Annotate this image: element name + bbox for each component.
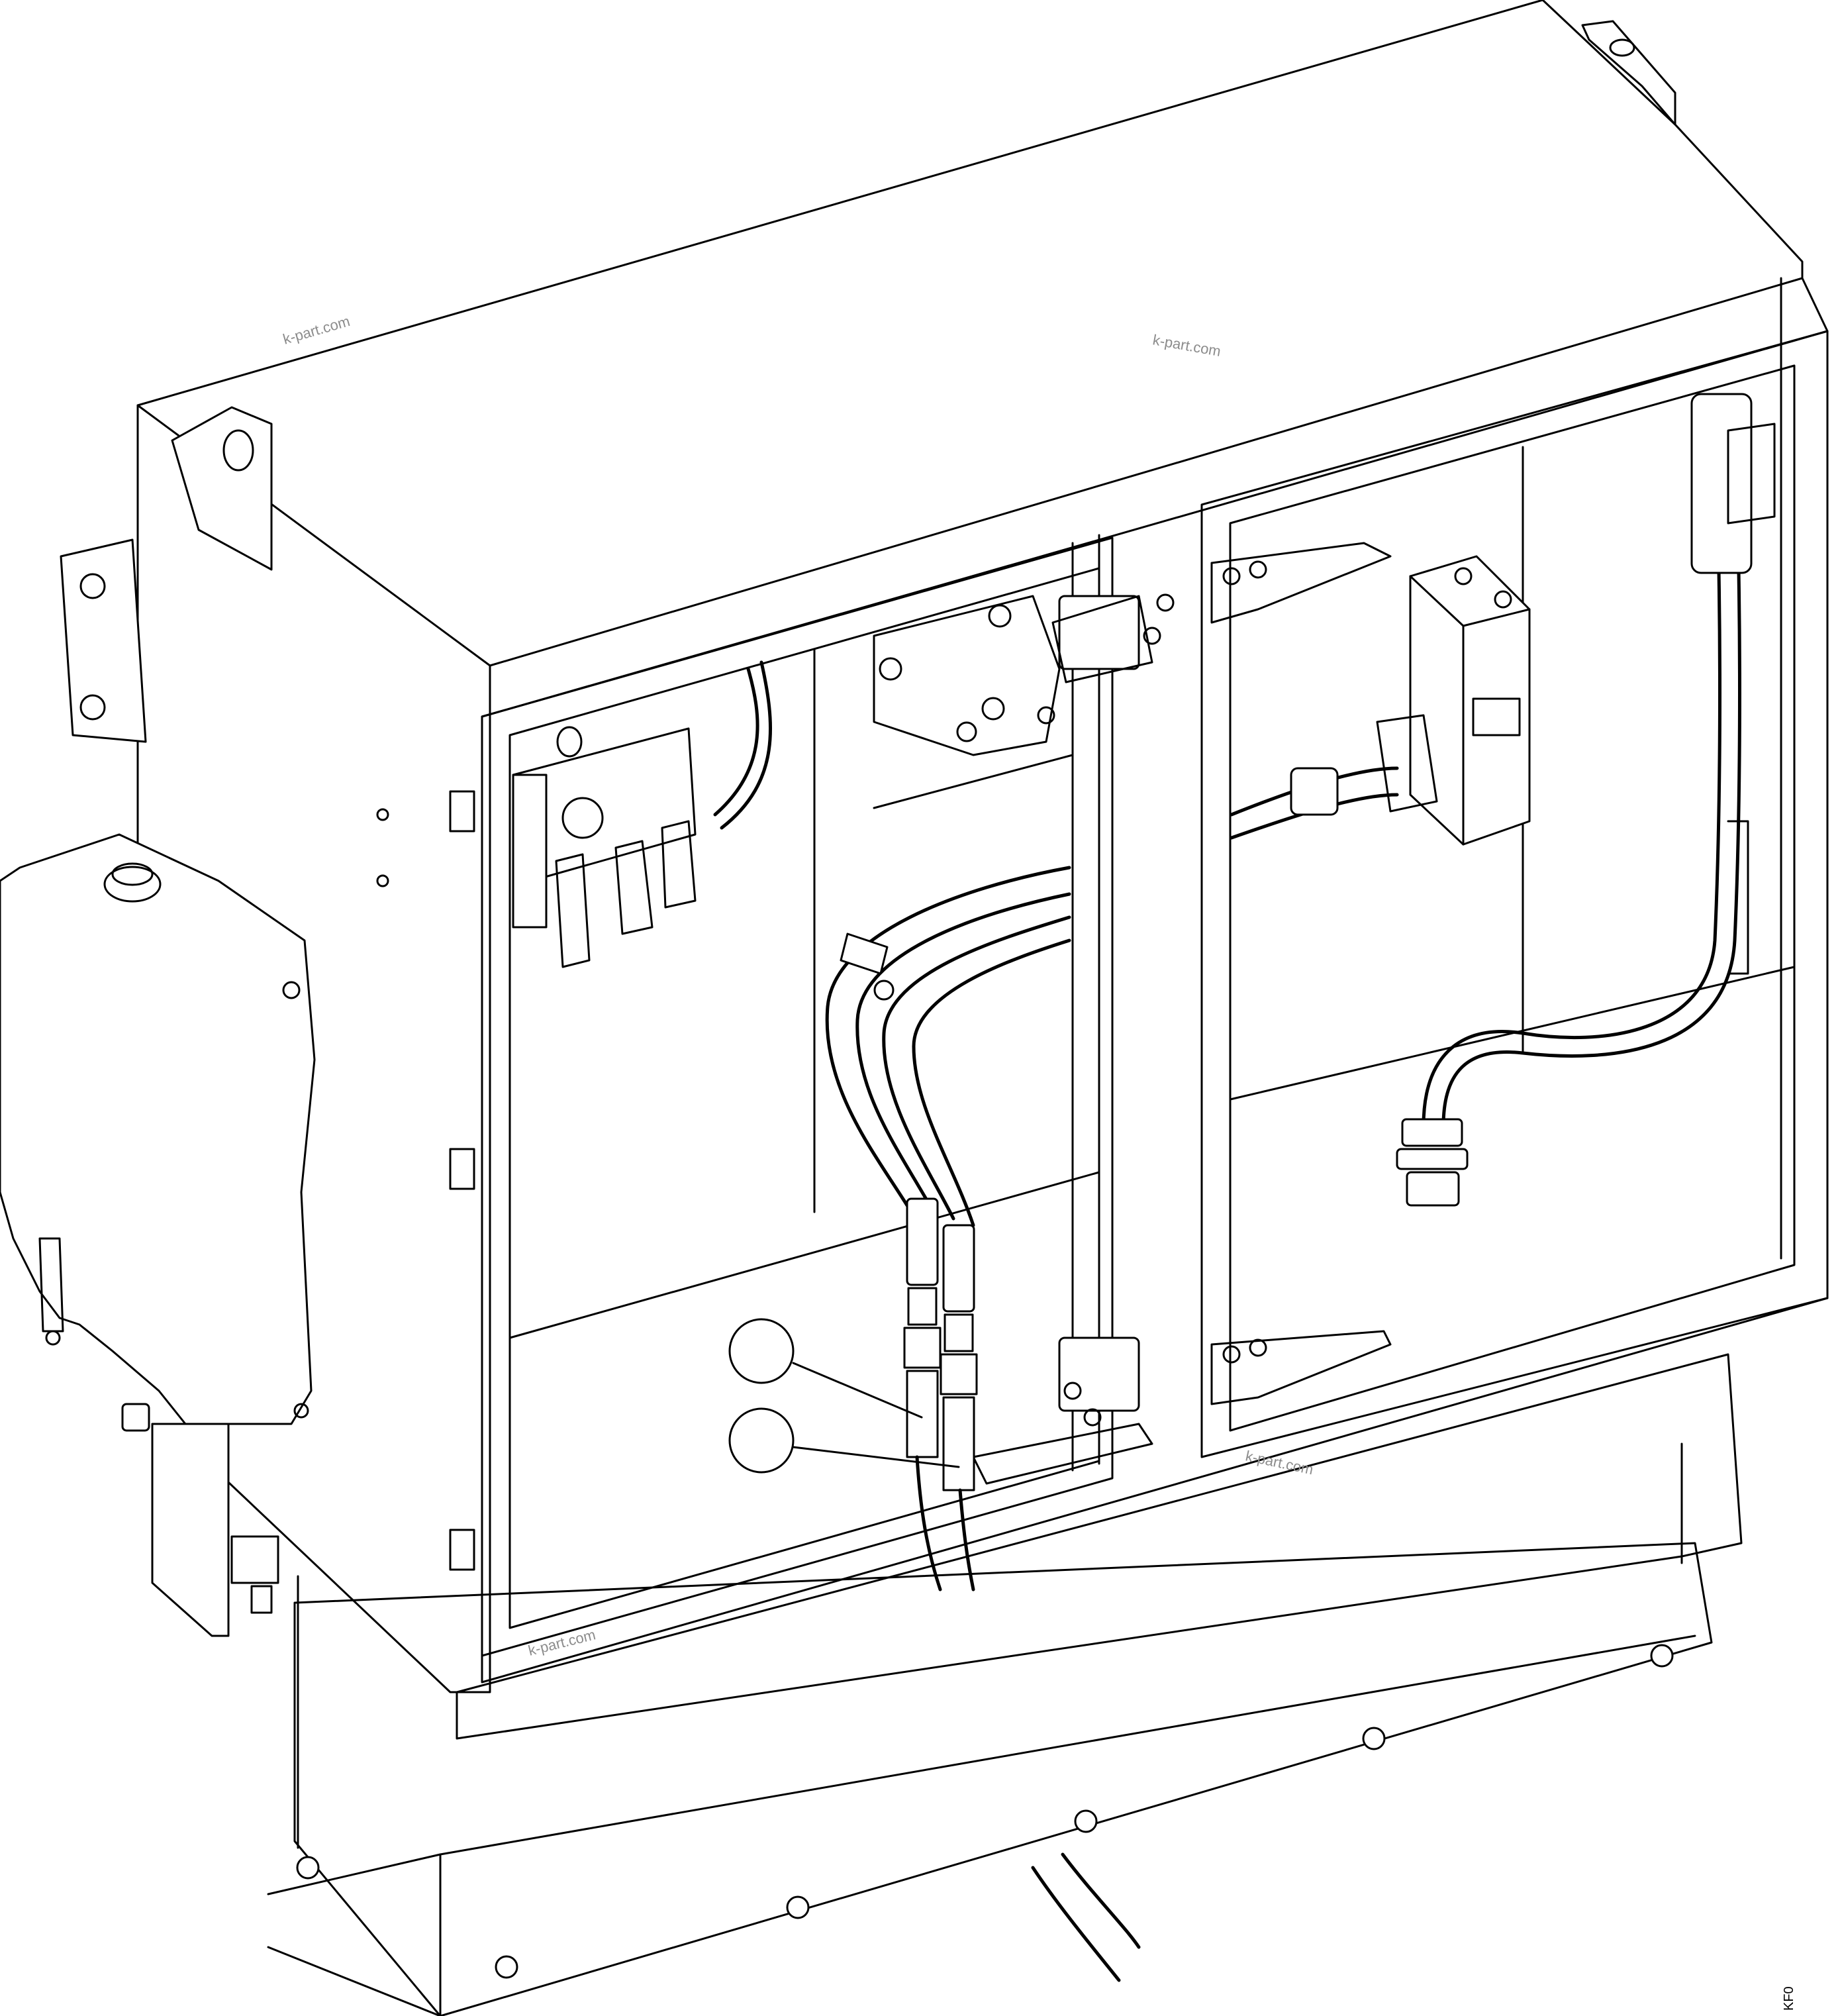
drawing-code: KF0 (1782, 1986, 1796, 2011)
lower-latch (972, 1330, 1392, 1485)
right-valve-block (1230, 555, 1531, 846)
valve-block (873, 595, 1061, 756)
lower-tray (267, 1353, 1743, 2016)
callout-2 (728, 1407, 960, 1474)
upper-latch (1051, 542, 1392, 683)
support-leg (151, 1423, 279, 1637)
fluid-reservoir (0, 833, 316, 1432)
watermark: k-part.com (526, 1626, 597, 1658)
watermark: k-part.com (281, 313, 352, 348)
left-manifold (512, 660, 773, 968)
hydraulic-hoses (825, 866, 1071, 1591)
callout-1 (728, 1318, 923, 1419)
electric-cable (1396, 393, 1776, 1207)
